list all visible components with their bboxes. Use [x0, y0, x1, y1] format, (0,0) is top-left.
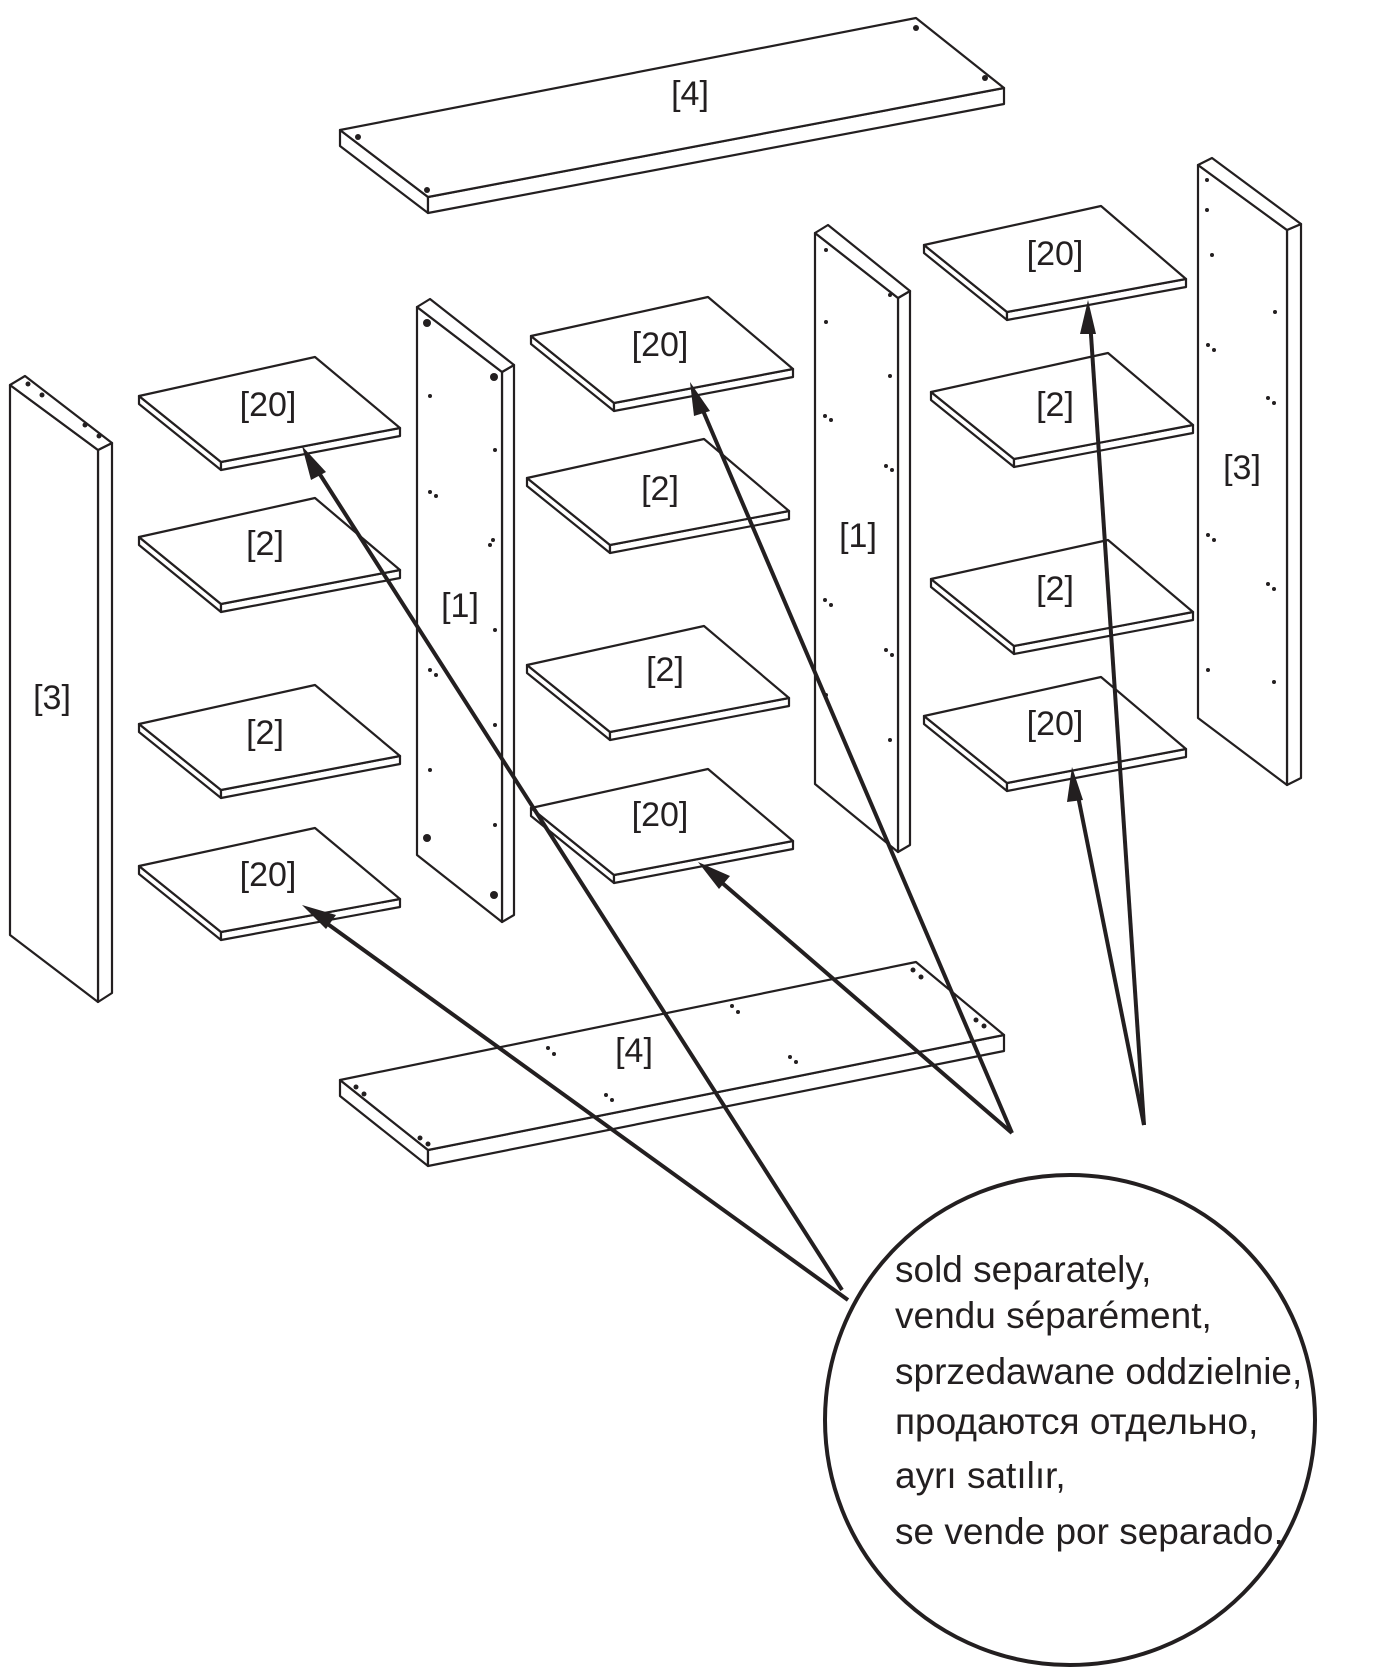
col1-shelf-1-label: [20]: [240, 386, 297, 424]
right-side-panel: [3]: [1196, 156, 1303, 787]
left-divider-panel: [1]: [415, 297, 516, 924]
bottom-board-label: [4]: [615, 1032, 653, 1070]
col2-shelf-4: [20]: [529, 767, 795, 885]
col3-shelf-2-label: [2]: [1036, 386, 1074, 424]
col1-shelf-1: [20]: [137, 355, 402, 472]
col1-shelf-4-label: [20]: [240, 856, 297, 894]
col2-shelf-4-label: [20]: [632, 796, 689, 834]
note-line-4: продаются отдельно,: [895, 1401, 1258, 1442]
sold-separately-note: sold separately, vendu séparément, sprze…: [823, 1173, 1317, 1667]
col3-shelf-4-label: [20]: [1027, 705, 1084, 743]
bottom-board-panel: [4]: [338, 960, 1006, 1168]
top-board-panel: [4]: [338, 16, 1006, 215]
col1-shelf-3-label: [2]: [246, 714, 284, 752]
note-line-6: se vende por separado,: [895, 1511, 1284, 1552]
col3-shelf-1: [20]: [922, 204, 1188, 322]
left-side-panel: [3]: [8, 374, 114, 1004]
col3-shelf-3: [2]: [929, 538, 1195, 656]
col2-shelf-1-label: [20]: [632, 326, 689, 364]
col1-shelf-3: [2]: [137, 683, 402, 800]
col2-shelf-3-label: [2]: [646, 651, 684, 689]
col3-shelf-1-label: [20]: [1027, 235, 1084, 273]
note-line-3: sprzedawane oddzielnie,: [895, 1351, 1302, 1392]
right-divider-panel: [1]: [813, 223, 912, 854]
col1-shelf-2-label: [2]: [246, 525, 284, 563]
col3-shelf-2: [2]: [929, 351, 1195, 469]
note-line-5: ayrı satılır,: [895, 1455, 1066, 1496]
left-divider-label: [1]: [441, 587, 479, 625]
col2-shelf-2-label: [2]: [641, 470, 679, 508]
col2-shelf-2: [2]: [525, 437, 791, 555]
note-line-1: sold separately,: [895, 1249, 1151, 1290]
col2-shelf-1: [20]: [529, 295, 795, 413]
right-side-label: [3]: [1223, 449, 1261, 487]
pointer-arrows: [302, 300, 1146, 1302]
top-board-label: [4]: [671, 75, 709, 113]
note-line-2: vendu séparément,: [895, 1295, 1212, 1336]
col3-shelf-3-label: [2]: [1036, 570, 1074, 608]
left-side-label: [3]: [33, 679, 71, 717]
col1-shelf-2: [2]: [137, 496, 402, 614]
col2-shelf-3: [2]: [525, 624, 791, 742]
col1-shelf-4: [20]: [137, 826, 402, 942]
right-divider-label: [1]: [839, 517, 877, 555]
col3-shelf-4: [20]: [922, 675, 1188, 793]
